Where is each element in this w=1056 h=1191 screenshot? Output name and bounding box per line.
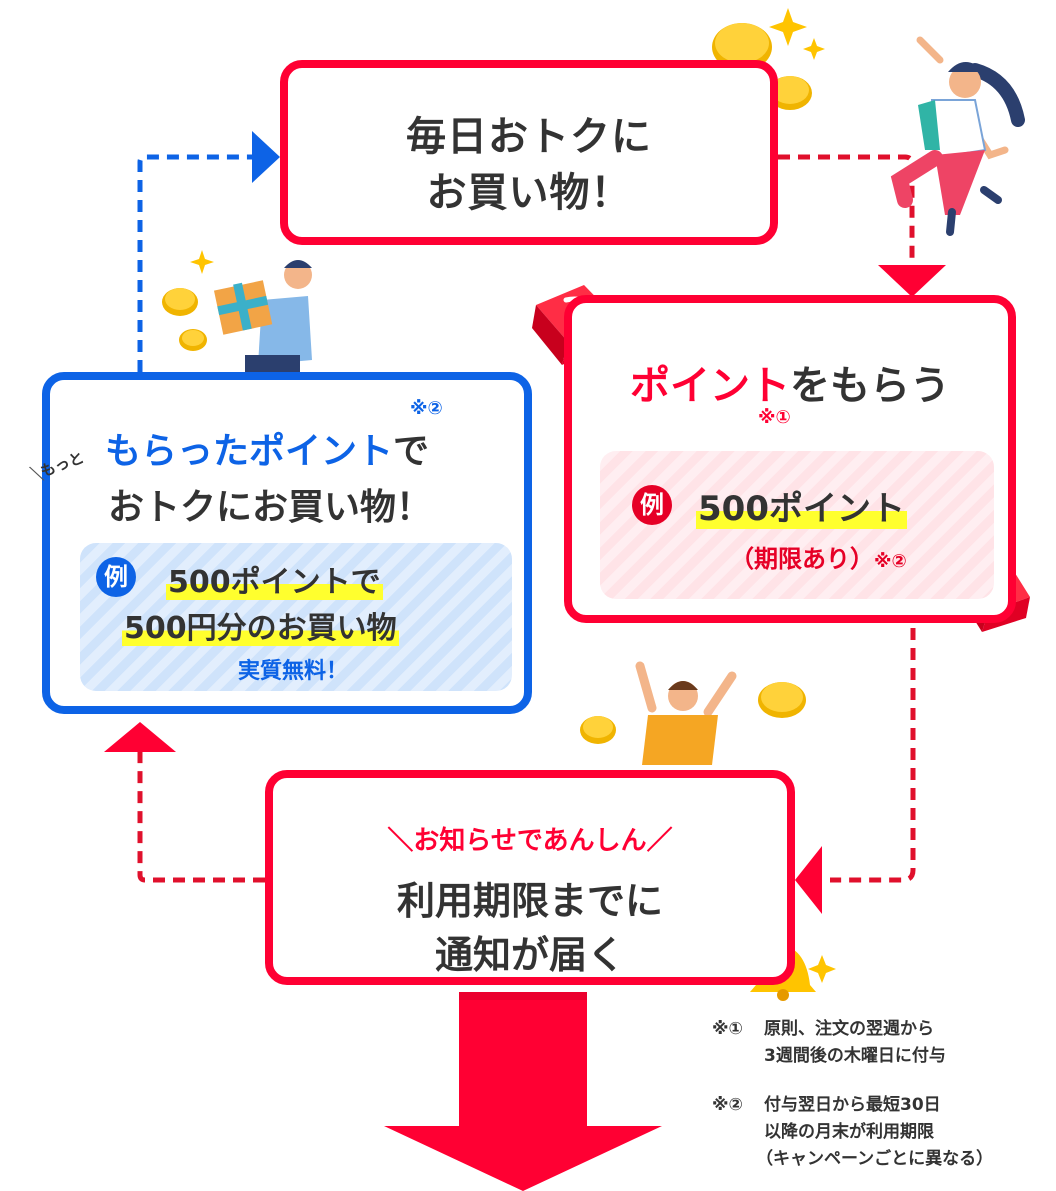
step2-example-panel: 例 500ポイント （期限あり）※② [600,451,994,599]
example-badge: 例 [96,557,136,597]
step4-note: ※② [410,398,443,419]
step4-title-accent: もらったポイント [105,431,394,472]
step1-line2: お買い物！ [426,170,632,216]
step4-example-line1: 500ポイントで [166,557,383,601]
step4-example-panel: 例 500ポイントで 500円分のお買い物 実質無料！ [80,543,512,691]
footnote-2-mark: ※② [712,1095,743,1115]
footnote-2: ※② 付与翌日から最短30日 以降の月末が利用期限 （キャンペーンごとに異なる） [712,1092,1052,1173]
man-with-gift-illustration [162,260,312,372]
footnote-1-line1: 原則、注文の翌週から [764,1019,934,1039]
step-get-points-box: ポイントをもらう ※① 例 500ポイント （期限あり）※② [564,295,1016,623]
step4-line2: おトクにお買い物！ [108,487,433,528]
step-daily-shopping-box: 毎日おトクに お買い物！ [280,60,778,245]
cheering-man-illustration [580,661,806,765]
footnote-1-mark: ※① [712,1019,743,1039]
red-dashed-connector-3 [137,748,265,883]
red-dashed-connector-1 [778,154,915,270]
footnotes: ※① 原則、注文の翌週から 3週間後の木曜日に付与 ※② 付与翌日から最短30日… [712,1016,1052,1173]
footnote-1-line2: 3週間後の木曜日に付与 [764,1046,946,1066]
jumping-woman-illustration [890,36,1025,236]
step3-line1: 利用期限までに [396,879,663,923]
blue-arrowhead-right [252,131,280,183]
step3-line2: 通知が届く [434,933,625,977]
step3-tagline: ＼お知らせであんしん／ [387,826,673,856]
step1-line1: 毎日おトクに [406,114,652,160]
step-use-points-box: ╲もっと ※② もらったポイントで おトクにお買い物！ 例 500ポイントで 5… [30,372,532,714]
step4-motto-text: もっと [38,448,87,481]
footnote-1: ※① 原則、注文の翌週から 3週間後の木曜日に付与 [712,1016,1052,1070]
step2-title-accent: ポイント [630,363,790,409]
step2-example-value: 500ポイント [696,481,907,530]
step4-example-line1-text: 500ポイントで [166,565,383,600]
step3-tagline-text: お知らせであんしん [413,826,647,856]
red-arrowhead-left [795,846,822,914]
footnote-2-line3: （キャンペーンごとに異なる） [756,1149,994,1169]
step-notification-box: ＼お知らせであんしん／ 利用期限までに 通知が届く [265,770,795,985]
step2-example-value-text: 500ポイント [696,489,907,529]
step4-title-rest: で [393,431,430,472]
example-badge: 例 [632,485,672,525]
footnote-2-line1: 付与翌日から最短30日 [764,1095,941,1115]
step4-title: もらったポイントで [105,422,429,474]
footnote-2-line2: 以降の月末が利用期限 [764,1122,934,1142]
step2-example-note: ※② [874,551,907,572]
step2-example-sub: （期限あり）※② [730,539,907,574]
step2-example-sub-text: （期限あり） [730,545,874,573]
step4-example-line2-text: 500円分のお買い物 [122,611,399,646]
big-down-arrow [384,992,662,1191]
step2-title-rest: をもらう [790,363,950,409]
red-dashed-connector-2 [830,628,916,883]
step4-example-line2: 500円分のお買い物 [122,603,399,647]
step2-title: ポイントをもらう [572,353,1008,411]
red-arrowhead-down [878,265,946,297]
red-arrowhead-up [104,722,176,752]
blue-dashed-connector [137,154,255,372]
step4-example-sub: 実質無料！ [238,659,349,684]
step2-note: ※① [758,407,791,428]
coin-icon [712,23,812,110]
